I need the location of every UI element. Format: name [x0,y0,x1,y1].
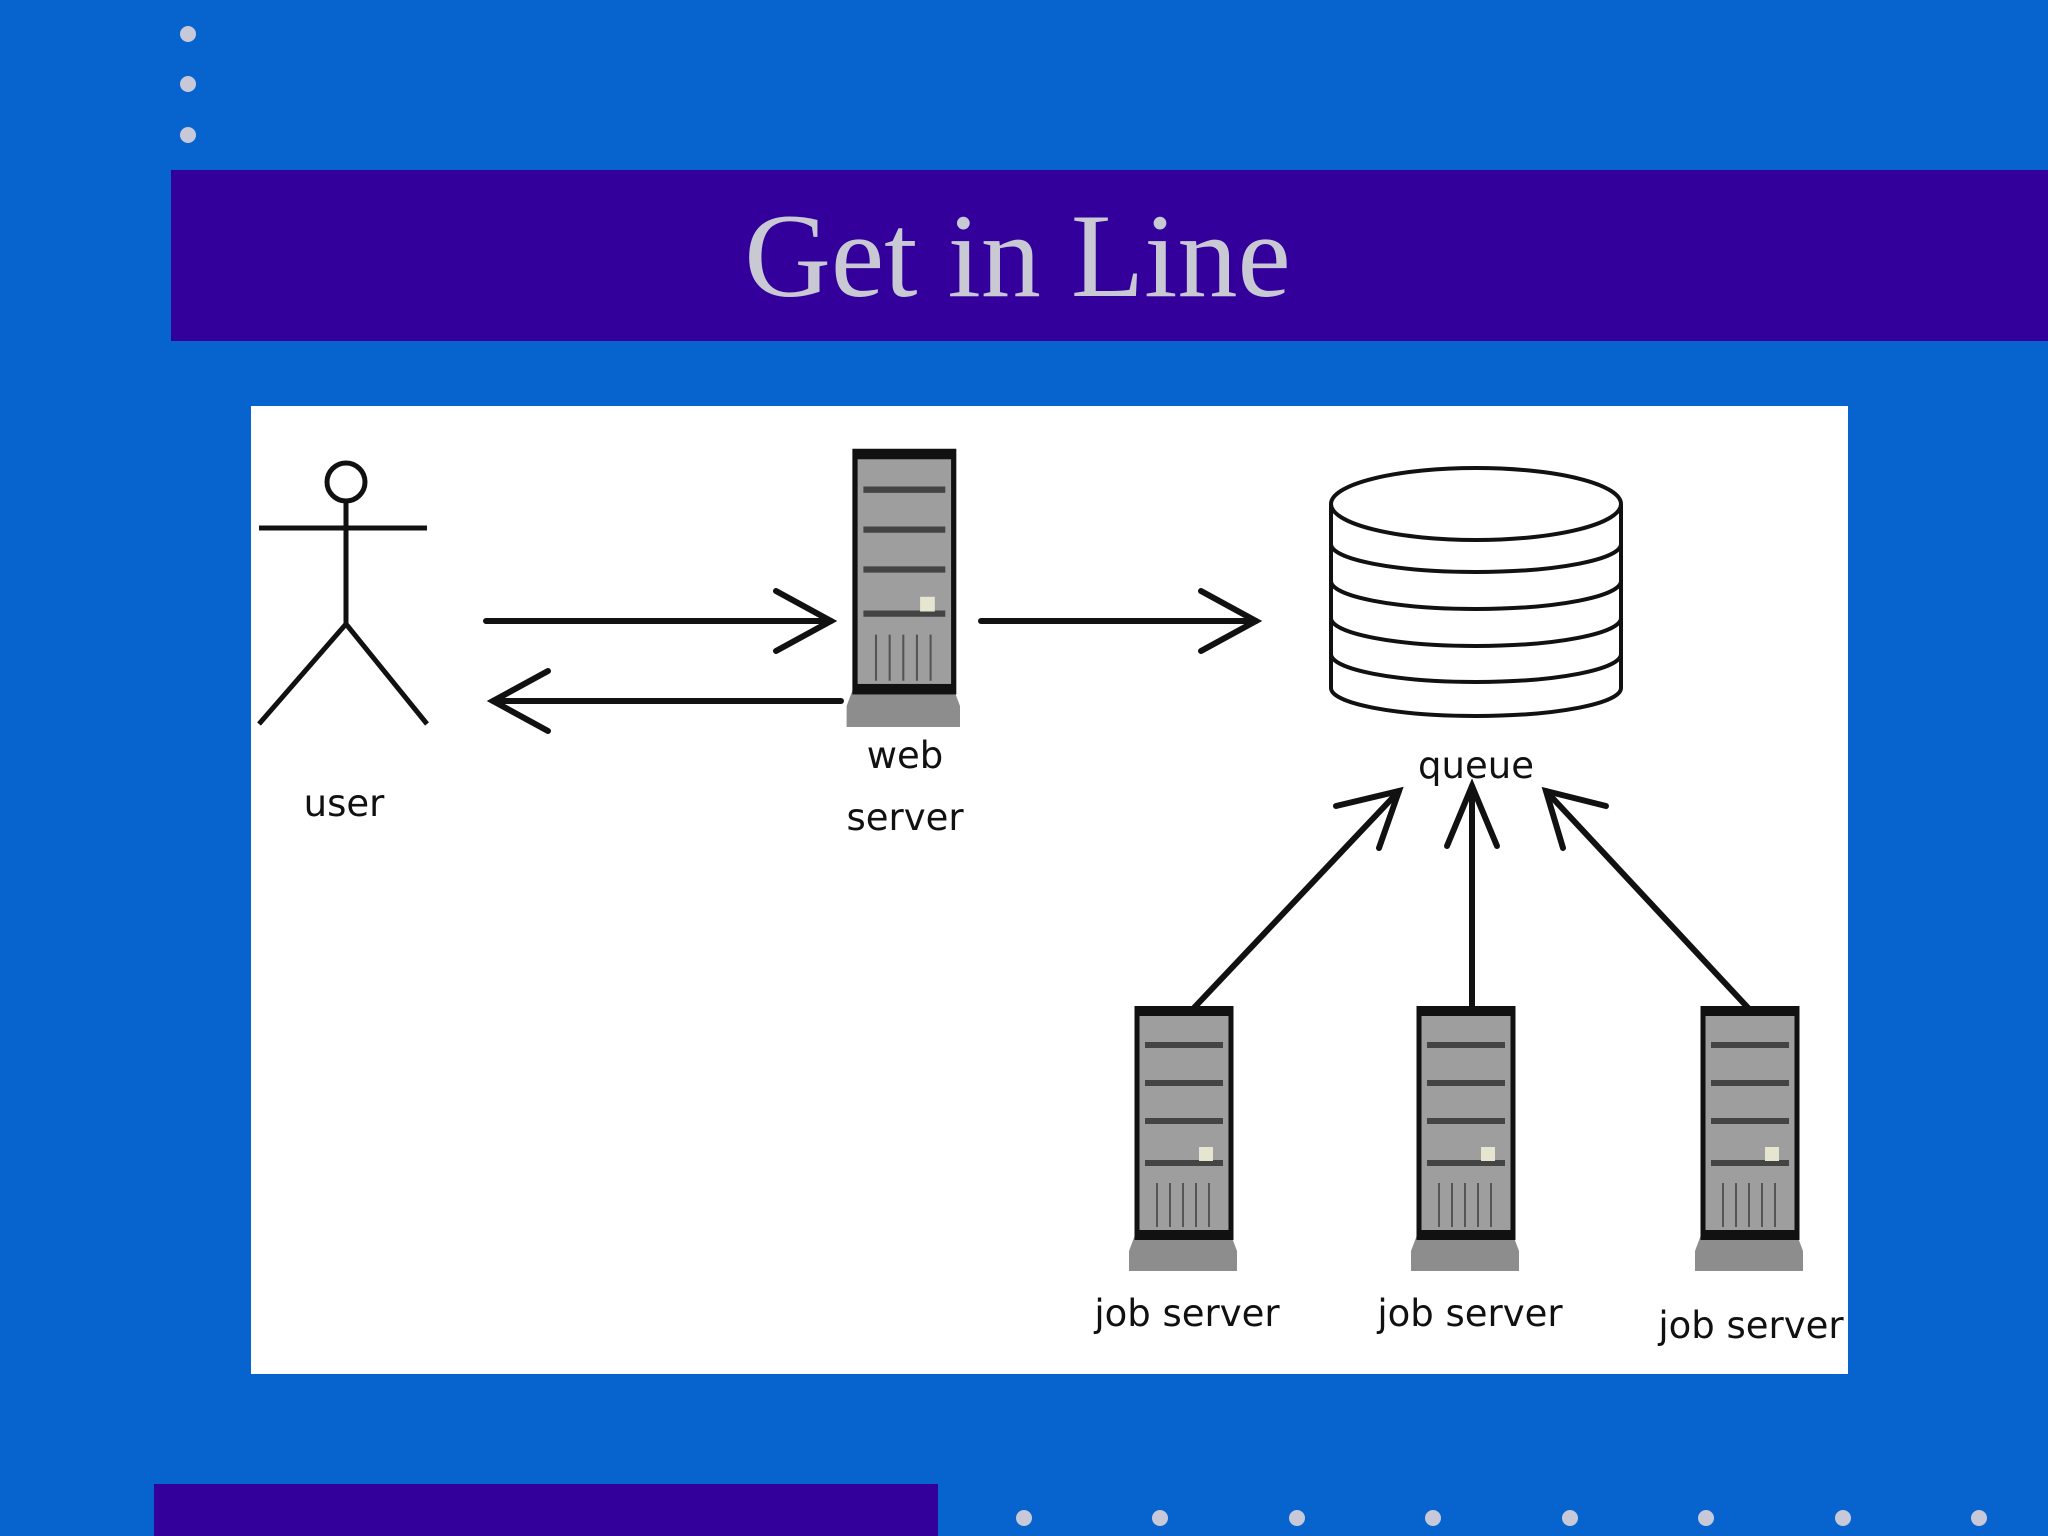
job-server-label: job server [1658,1304,1844,1347]
decorative-dot [1971,1510,1987,1526]
slide-title: Get in Line [744,188,1291,322]
decorative-dot [1016,1510,1032,1526]
decorative-dot [180,26,196,42]
decorative-dot [1835,1510,1851,1526]
footer-bar [154,1484,938,1536]
arrow-web-server-to-queue [978,588,1263,654]
server-tower-icon [1695,1011,1803,1271]
decorative-dot [180,76,196,92]
title-bar: Get in Line [171,170,2048,341]
queue-label: queue [1418,744,1534,787]
job-server-label: job server [1377,1292,1563,1335]
server-tower-icon [1411,1011,1519,1271]
stick-figure-icon [257,460,429,726]
decorative-dot [1152,1510,1168,1526]
web-server-label-line2: server [846,796,964,839]
job-server-label: job server [1094,1292,1280,1335]
arrow-user-to-web-server [483,588,838,654]
arrow-web-server-to-user [486,668,844,734]
decorative-dot [1698,1510,1714,1526]
server-tower-icon [847,454,960,727]
user-label: user [303,782,385,825]
arrow-job-server-3-to-queue [1541,786,1754,1014]
arrow-job-server-2-to-queue [1444,778,1500,1014]
architecture-diagram: user web server queue job server job ser… [251,406,1848,1374]
decorative-dot [1289,1510,1305,1526]
decorative-dot [180,127,196,143]
database-cylinder-icon [1329,466,1623,718]
server-tower-icon [1129,1011,1237,1271]
arrow-job-server-1-to-queue [1188,786,1404,1014]
decorative-dot [1425,1510,1441,1526]
web-server-label-line1: web [866,734,944,777]
decorative-dot [1562,1510,1578,1526]
